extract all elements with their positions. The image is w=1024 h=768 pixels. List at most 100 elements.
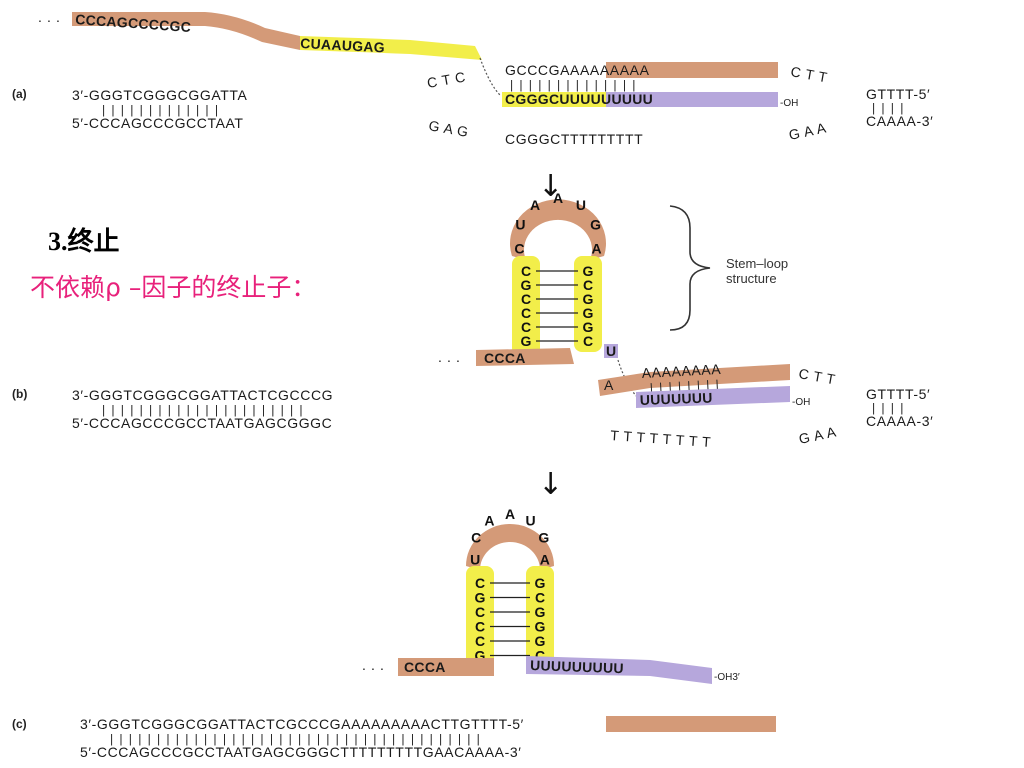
panel-b-stem-right-base: G [583,305,594,321]
panel-c-stem-right-base: G [535,633,546,649]
oh-a: -OH [780,98,798,109]
top-strand-b: 3′-GGGTCGGGCGGATTACTCGCCCG [72,387,333,403]
rna-dots-b: . . . [438,349,460,365]
bottom-strand-a: 5′-CCCAGCCCGCCTAAT [72,115,244,131]
panel-c-stem-left-base: C [475,633,485,649]
panel-b-loop-base: G [590,216,601,232]
top-strand-left-c: 3′-GGGTCGGGCGGATTACTCGCCCG [80,716,341,732]
panel-b-stem-left-base: C [521,305,531,321]
highlight-a-run-b [598,364,790,396]
right-bars-a: |||| [870,102,908,116]
panel-b-loop-base: A [592,240,602,256]
stem-right-c [526,566,554,670]
bubble-top-left-a: C T C [426,68,467,91]
stem-right-b [574,256,602,352]
rna-tail-ribbon-c [398,658,494,676]
panel-a: . . . CCCAGCCCCGC CUAAUGAG (a) 3′-GGGTCG… [12,9,933,147]
down-arrow-icon-2: ↓ [538,467,563,502]
down-arrow-icon-1: ↓ [538,169,563,204]
panel-c-stem-right-base: C [535,648,545,664]
panel-b-loop-base: U [515,216,525,232]
heading-subtitle: 不依赖ρ –因子的终止子： [30,273,316,302]
rna-u-ribbon-c [526,656,712,684]
panel-b-stem-right-base: G [583,319,594,335]
panel-b-loop-base: A [553,190,563,206]
pair-bars-b: |||||||||||||||||||||| [100,404,307,418]
rna-ext-right-a: CUAAUGAG [300,35,386,55]
bubble-right-bottom-a: G A A [787,119,828,143]
bubble-bottom-left-a: G A G [427,117,470,140]
bubble-bars-a: |||||||||||||| [508,79,640,93]
panel-c-loop-base: A [540,551,550,567]
brace-label-b: Stem–loop structure [726,256,792,286]
bubble-top-seq-b: AAAAAAAA [641,361,721,381]
heading-number: 3. [48,227,68,256]
highlight-a-run-c [606,716,776,732]
top-strand-a: 3′-GGGTCGGGCGGATTA [72,87,248,103]
panel-b-loop-base: U [576,197,586,213]
panel-b-loop-base: A [530,197,540,213]
bubble-bottom-seq-b: T T T T T T T T [610,427,712,450]
panel-c-loop-base: G [538,530,549,546]
right-top-b: GTTTT-5′ [866,386,930,402]
panel-b-stem-right-base: C [583,277,593,293]
panel-c-stem-right-base: G [535,619,546,635]
rna-paired-a: CGGGCUUUUUUUUU [505,91,653,107]
bubble-right-top-b: C T T [797,365,836,387]
highlight-rna-yellow-a [502,92,606,107]
u-connector-letter-b: U [606,343,616,359]
top-strand-highlight-c: AAAAAAAAA [341,716,431,732]
oh-c: -OH3′ [714,672,740,683]
rna-connector-a [479,57,501,96]
brace-b [669,205,711,331]
rna-dots-c: . . . [362,657,384,673]
panel-c-loop-base: A [484,513,494,529]
rna-tail-c: CCCA [404,659,446,675]
right-top-a: GTTTT-5′ [866,86,930,102]
panel-c-stem-right-base: G [535,575,546,591]
highlight-rna-purple-b [636,386,790,408]
panel-c-loop-base: U [470,551,480,567]
right-bars-b: |||| [870,402,908,416]
panel-b-stem-right-base: G [583,263,594,279]
hairpin-loop-c [466,524,554,570]
panel-b-stem-left-base: C [521,263,531,279]
heading: 3.终止 不依赖ρ –因子的终止子： [30,226,316,302]
panel-b-stem-left-base: G [521,277,532,293]
svg-text:3.终止: 3.终止 [48,226,120,256]
panel-c-loop-base: C [471,530,481,546]
hairpin-loop-b [510,199,606,260]
bottom-strand-b: 5′-CCCAGCCCGCCTAATGAGCGGGC [72,415,332,431]
right-bottom-b: CAAAA-3′ [866,413,933,429]
bottom-strand-c: 5′-CCCAGCCCGCCTAATGAGCGGGCTTTTTTTTTGAACA… [80,744,521,760]
panel-b-loop-base: C [514,240,524,256]
panel-label-c: (c) [12,717,27,731]
bubble-right-bottom-b: G A A [797,423,838,447]
rna-tail-b: CCCA [484,350,526,366]
panel-b-stem-right-base: C [583,333,593,349]
highlight-rna-purple-a [606,92,778,107]
panel-c-loop-base: U [526,513,536,529]
panel-c-stem-left-base: G [475,648,486,664]
rna-tail-ribbon-b [476,348,574,366]
panel-c-stem-left-base: C [475,575,485,591]
panel-c-stem-left-base: C [475,619,485,635]
heading-title: 终止 [68,226,120,256]
stem-left-b [512,256,540,356]
bubble-top-start-b: A [604,377,614,393]
pair-bars-c: |||||||||||||||||||||||||||||||||||||||| [108,733,484,747]
panel-b-stem-left-base: G [521,333,532,349]
rna-u-run-b: UUUUUUU [640,389,713,408]
stem-left-c [466,566,494,670]
bubble-bottom-seq-a: CGGGCTTTTTTTTT [505,131,643,147]
panel-c-loop-base: A [505,506,515,522]
top-strand-c: 3′-GGGTCGGGCGGATTACTCGCCCGAAAAAAAAACTTGT… [80,716,524,732]
u-connector-b [604,344,618,358]
